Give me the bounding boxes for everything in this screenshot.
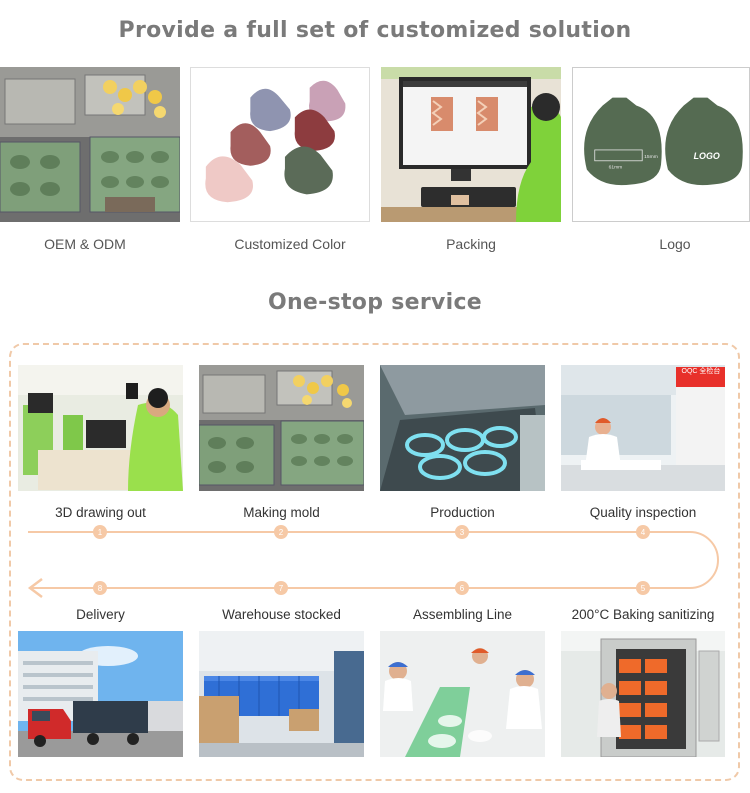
step-label-4: Quality inspection	[589, 505, 697, 520]
packing-photo	[381, 67, 561, 222]
step-photo-warehouse	[199, 631, 364, 757]
service-heading: One-stop service	[267, 290, 483, 315]
step-photo-quality-inspection	[561, 365, 725, 491]
oem-odm-photo	[0, 67, 180, 222]
logo-text: LOGO	[694, 151, 720, 161]
logo-dim-width: 61mm	[609, 165, 623, 171]
step-label-7: Warehouse stocked	[222, 607, 341, 622]
step-label-5: 200°C Baking sanitizing	[571, 607, 715, 622]
step-label-8: Delivery	[76, 607, 125, 622]
step-photo-assembling-line	[380, 631, 545, 757]
qc-sign: OQC 全检台	[681, 368, 721, 375]
step-photo-production	[380, 365, 545, 491]
service-frame	[9, 343, 740, 781]
logo-photo: 15mm 61mm LOGO	[572, 67, 750, 222]
caption-packing: Packing	[446, 236, 496, 252]
step-label-2: Making mold	[243, 505, 320, 520]
step-label-6: Assembling Line	[412, 607, 513, 622]
logo-dim-height: 15mm	[644, 154, 658, 160]
step-label-1: 3D drawing out	[55, 505, 146, 520]
step-label-3: Production	[430, 505, 495, 520]
caption-logo: Logo	[659, 236, 691, 252]
step-photo-delivery	[18, 631, 183, 757]
customized-color-photo	[190, 67, 370, 222]
step-photo-making-mold	[199, 365, 364, 491]
step-photo-baking-sanitizing	[561, 631, 725, 757]
step-photo-3d-drawing	[18, 365, 183, 491]
caption-customized-color: Customized Color	[234, 236, 346, 252]
caption-oem-odm: OEM & ODM	[44, 236, 126, 252]
main-heading: Provide a full set of customized solutio…	[118, 18, 632, 43]
